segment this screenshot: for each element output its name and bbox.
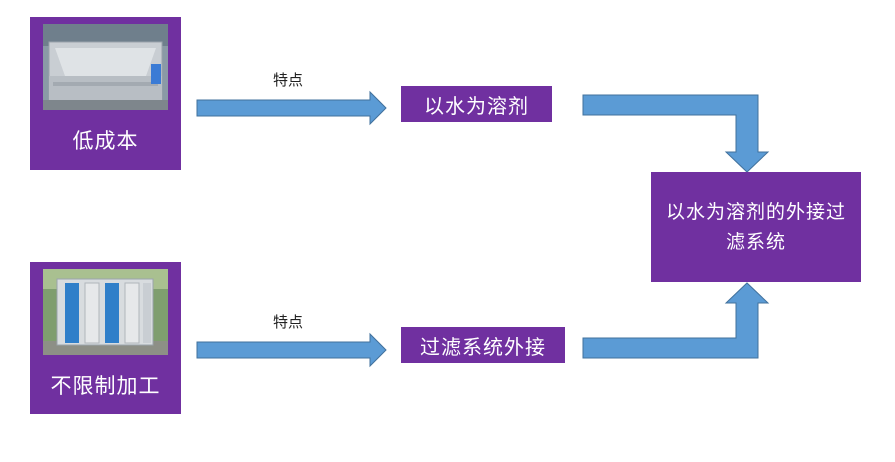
feature-box-external-filter: 过滤系统外接	[401, 327, 565, 363]
arrow-label-top: 特点	[273, 71, 304, 89]
arrow-bottom-bent	[582, 282, 770, 359]
spray-booth-photo	[43, 24, 168, 110]
source-card-low-cost: 低成本	[30, 17, 181, 170]
source-label-unrestricted: 不限制加工	[50, 374, 161, 398]
filter-cabinet-photo	[43, 269, 168, 355]
arrow-bottom-horizontal	[196, 332, 387, 368]
source-card-unrestricted: 不限制加工	[30, 262, 181, 414]
source-label-low-cost: 低成本	[72, 129, 139, 153]
arrow-label-bottom: 特点	[273, 313, 304, 331]
feature-box-water-solvent: 以水为溶剂	[401, 86, 552, 122]
arrow-top-horizontal	[196, 90, 387, 126]
result-box: 以水为溶剂的外接过滤系统	[651, 172, 861, 282]
arrow-top-bent	[582, 94, 770, 173]
